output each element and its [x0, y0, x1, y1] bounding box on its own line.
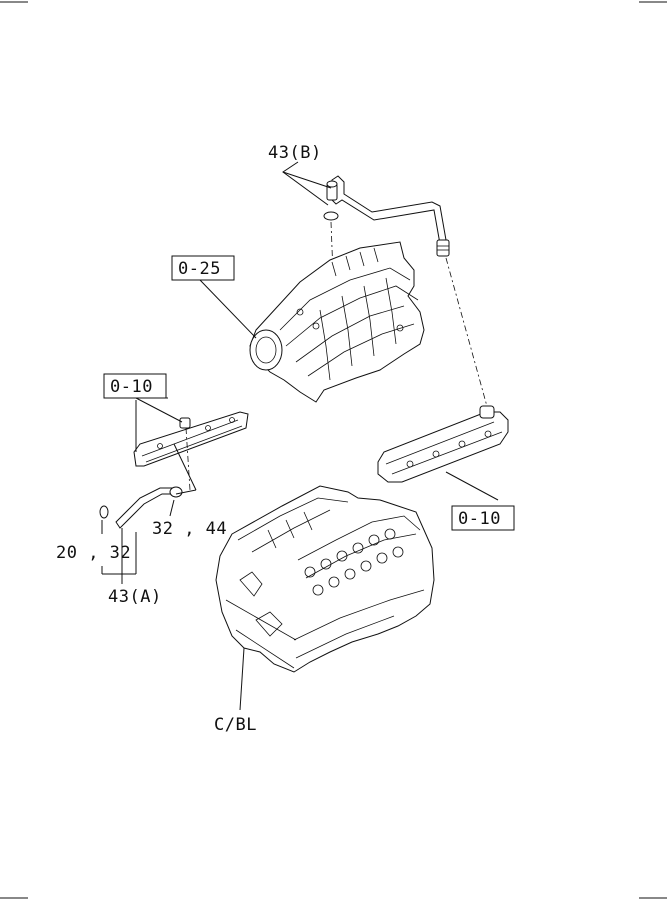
pipe-leader-cover	[445, 257, 489, 411]
hose-clamp-left	[99, 505, 109, 534]
o-ring	[323, 211, 339, 221]
right-cover-ref-label: 0-10	[458, 509, 501, 529]
left-cover-leader	[185, 427, 191, 491]
cylinder-block	[215, 485, 435, 673]
cylinder-block-label: C/BL	[214, 715, 257, 735]
clamp-left-label: 20 , 32	[56, 543, 131, 563]
hose-clamp-right	[169, 486, 183, 517]
pcv-pipe-b	[326, 175, 450, 257]
manifold-ref-label: 0-25	[178, 259, 221, 279]
left-cover-ref-box	[103, 373, 167, 399]
pipe-b-label: 43(B)	[268, 143, 322, 163]
manifold-ref-box	[171, 255, 235, 281]
valve-cover-left	[133, 411, 249, 467]
right-cover-ref-box	[451, 505, 515, 531]
valve-cover-right	[377, 405, 509, 483]
hose-a-label: 43(A)	[108, 587, 162, 607]
left-cover-ref-label: 0-10	[110, 377, 153, 397]
intake-manifold	[249, 241, 425, 403]
clamp-right-label: 32 , 44	[152, 519, 227, 539]
